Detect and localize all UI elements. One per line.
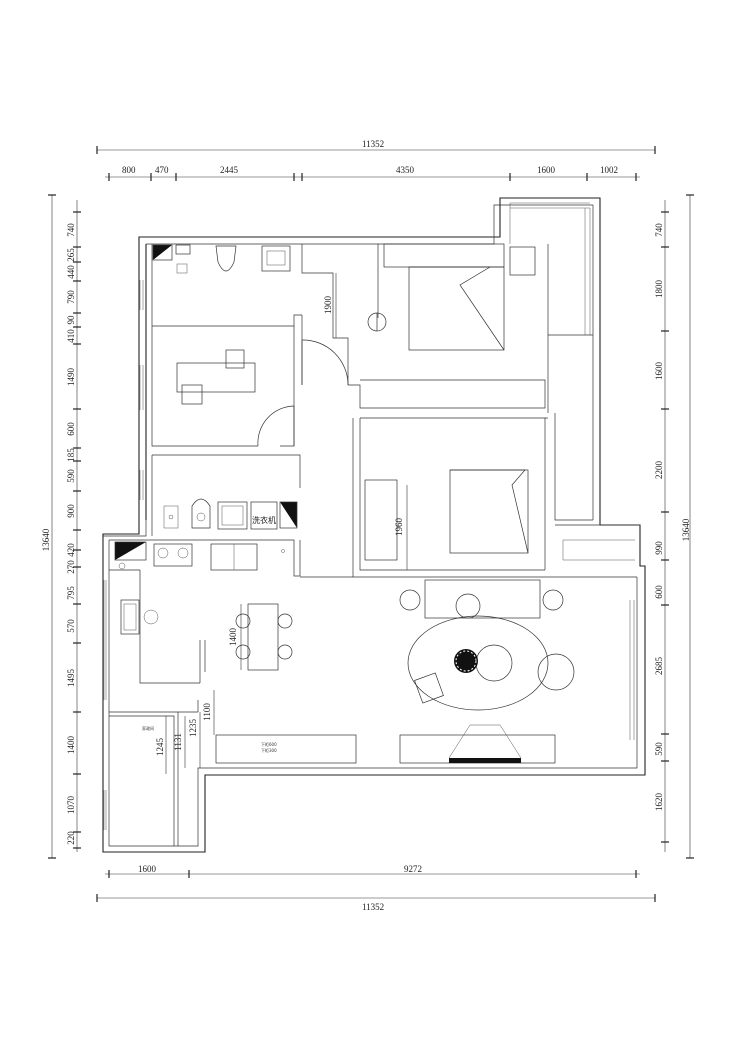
tv-cabinet-label-1: 下柜600 (261, 741, 277, 747)
dining-table (235, 603, 293, 671)
tv-cabinet-label-2: 下柜300 (261, 747, 277, 753)
left-segment-16: 1495 (66, 669, 76, 688)
bedroom-top (367, 243, 536, 351)
laundry-room: 洗衣机 (163, 498, 298, 530)
left-segment-19: 220 (66, 831, 76, 845)
bathroom-top (152, 244, 291, 274)
left-segment-10: 590 (66, 469, 76, 483)
left-segment-2: 265 (66, 248, 76, 262)
right-segment-2: 1800 (654, 280, 664, 299)
right-segment-3: 1600 (654, 362, 664, 381)
bottom-segment-2: 9272 (404, 864, 422, 874)
left-segment-3: 440 (66, 265, 76, 279)
left-total-dimension: 13640 (41, 528, 51, 551)
right-total-dimension: 13640 (681, 518, 691, 541)
left-segment-15: 570 (66, 619, 76, 633)
top-segment-5: 1600 (537, 165, 556, 175)
bottom-dimension-chain: 1600 9272 11352 (96, 864, 656, 912)
top-dimension-chain: 11352 800 470 2445 4350 1600 1002 (96, 139, 656, 181)
right-segment-1: 740 (654, 223, 664, 237)
right-segment-4: 2200 (654, 461, 664, 480)
left-segment-18: 1070 (66, 796, 76, 815)
left-segment-9: 185 (66, 448, 76, 462)
left-segment-6: 410 (66, 329, 76, 343)
left-ticks (73, 211, 81, 849)
exterior-walls (102, 197, 646, 853)
interior-walls (103, 244, 640, 846)
top-segment-6: 1002 (600, 165, 618, 175)
bottom-total-dimension: 11352 (362, 902, 384, 912)
bed-dimension: 1960 (394, 518, 404, 537)
dining-dimension: 1400 (228, 628, 238, 647)
bedroom-bottom (364, 469, 529, 561)
left-segment-1: 740 (66, 223, 76, 237)
left-dimension-chain: 13640 740 265 440 790 90 (41, 194, 81, 859)
top-segment-1: 800 (122, 165, 136, 175)
left-segment-12: 420 (66, 543, 76, 557)
bath-dimension-1235: 1235 (188, 719, 198, 738)
left-segment-14: 795 (66, 586, 76, 600)
right-segment-7: 2685 (654, 657, 664, 676)
bath-dimension-1131: 1131 (173, 733, 183, 751)
right-segment-9: 1620 (654, 793, 664, 812)
right-segment-5: 990 (654, 541, 664, 555)
top-segment-4: 4350 (396, 165, 415, 175)
balcony-small-label: 家政间 (142, 725, 154, 731)
left-segment-4: 790 (66, 290, 76, 304)
left-segment-17: 1400 (66, 736, 76, 755)
washing-machine-label: 洗衣机 (252, 515, 276, 525)
study-room (176, 349, 256, 405)
left-segment-11: 900 (66, 504, 76, 518)
right-dimension-chain: 740 1800 1600 2200 990 600 2685 590 1620… (654, 194, 694, 859)
right-segment-8: 590 (654, 742, 664, 756)
doors (257, 339, 349, 447)
right-segment-6: 600 (654, 585, 664, 599)
interior-dimensions: 1900 1960 1400 1100 1131 1235 1245 (155, 273, 408, 774)
top-segment-3: 2445 (220, 165, 239, 175)
kitchen (114, 541, 285, 635)
bottom-segment-1: 1600 (138, 864, 157, 874)
left-segment-5: 90 (66, 315, 76, 325)
left-segment-13: 270 (66, 560, 76, 574)
corridor-dimension: 1900 (323, 296, 333, 315)
living-room: 下柜600 下柜300 家政间 (142, 579, 575, 764)
left-segment-8: 600 (66, 422, 76, 436)
windows (103, 280, 635, 830)
left-segment-7: 1490 (66, 368, 76, 387)
top-total-dimension: 11352 (362, 139, 384, 149)
bath-dimension-1100: 1100 (202, 703, 212, 721)
bath-dimension-1245: 1245 (155, 738, 165, 757)
top-segment-2: 470 (155, 165, 169, 175)
